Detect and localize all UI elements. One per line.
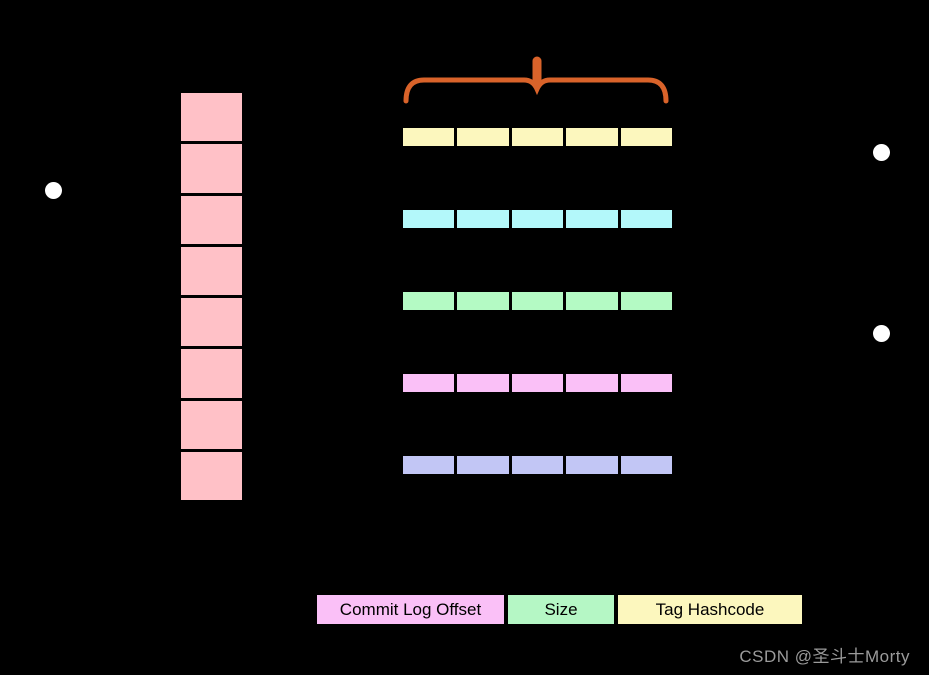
index-entry-row-row-green: [403, 292, 673, 310]
index-entry-segment: [620, 456, 673, 474]
index-entry-segment: [566, 210, 618, 228]
legend-item-commit-log-offset: Commit Log Offset: [316, 594, 505, 625]
consume-queue-cell: [181, 144, 242, 193]
consume-queue-cell: [181, 298, 242, 347]
index-entry-segment: [566, 374, 618, 392]
index-entry-row-row-magenta: [403, 374, 673, 392]
consume-queue-cell: [181, 451, 242, 500]
index-entry-segment: [511, 210, 564, 228]
index-entry-segment: [403, 292, 455, 310]
index-entry-segment: [620, 374, 673, 392]
index-entry-segment: [511, 128, 564, 146]
index-entry-row-row-lavender: [403, 456, 673, 474]
legend-label-size: Size: [544, 599, 578, 619]
index-entry-row-row-cyan: [403, 210, 673, 228]
index-entry-segment: [566, 456, 618, 474]
legend: Commit Log Offset Size Tag Hashcode: [316, 594, 803, 625]
bullet-dot-left: [45, 182, 62, 199]
legend-item-tag-hashcode: Tag Hashcode: [617, 594, 803, 625]
index-entry-segment: [457, 128, 509, 146]
legend-item-size: Size: [507, 594, 615, 625]
index-entry-segment: [457, 292, 509, 310]
index-entry-segment: [403, 374, 455, 392]
index-entry-segment: [566, 128, 618, 146]
index-entry-segment: [457, 210, 509, 228]
index-entry-segment: [403, 456, 455, 474]
index-entry-segment: [511, 456, 564, 474]
index-entry-segment: [620, 128, 673, 146]
consume-queue-cell: [181, 349, 242, 398]
consume-queue-cell: [181, 93, 242, 142]
index-entry-segment: [511, 292, 564, 310]
index-entry-segment: [511, 374, 564, 392]
index-entry-segment: [403, 128, 455, 146]
consume-queue-cell: [181, 400, 242, 449]
consume-queue-column: [181, 93, 242, 500]
index-entry-segment: [457, 374, 509, 392]
index-entry-segment: [620, 210, 673, 228]
bullet-dot-right-bottom: [873, 325, 890, 342]
consume-queue-cell: [181, 195, 242, 244]
consume-queue-cell: [181, 246, 242, 295]
index-entry-segment: [403, 210, 455, 228]
index-entry-segment: [457, 456, 509, 474]
watermark-text: CSDN @圣斗士Morty: [739, 647, 910, 666]
legend-label-commit-log-offset: Commit Log Offset: [339, 599, 482, 619]
index-entry-rows: [403, 128, 673, 474]
index-entry-segment: [620, 292, 673, 310]
index-entry-segment: [566, 292, 618, 310]
bullet-dot-right-top: [873, 144, 890, 161]
index-entry-row-row-yellow: [403, 128, 673, 146]
over-brace-icon: [403, 56, 669, 104]
legend-label-tag-hashcode: Tag Hashcode: [655, 599, 765, 619]
